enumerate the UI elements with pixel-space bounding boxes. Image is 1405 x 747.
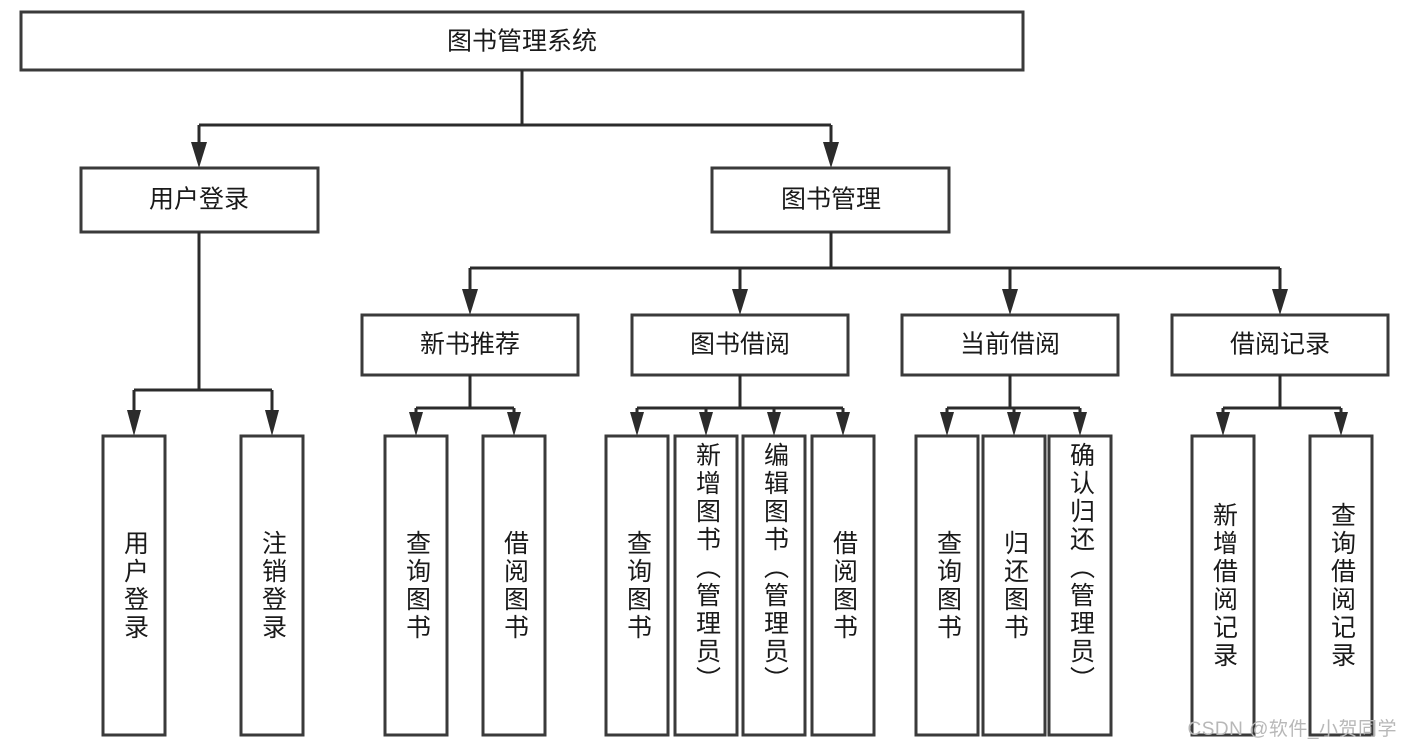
leaf-box-new-book-2[interactable]	[481, 434, 547, 737]
csdn-watermark: CSDN @软件_小贺同学	[1187, 719, 1397, 740]
edge-group-book-management-to-level3	[462, 232, 1288, 315]
arrow-head-ul-leaf-2	[265, 410, 279, 436]
leaf-box-user-login-1[interactable]	[101, 434, 167, 737]
user-login-label: 用户登录	[149, 186, 249, 214]
leaf-box-book-borrow-2[interactable]	[673, 434, 739, 737]
arrow-head-ul-leaf-1	[127, 410, 141, 436]
book-borrow-box	[630, 313, 850, 377]
node-borrow-record[interactable]: 借阅记录	[1170, 313, 1390, 377]
edge-group-current-borrow-to-leaves	[940, 375, 1087, 436]
node-root-book-management-system[interactable]: 图书管理系统	[19, 10, 1025, 72]
book-management-label: 图书管理	[781, 186, 881, 214]
current-borrow-label: 当前借阅	[960, 331, 1060, 359]
arrow-head-bb-leaf-3	[767, 412, 781, 436]
arrow-head-nbr-leaf-2	[507, 412, 521, 436]
leaf-box-borrow-record-1[interactable]	[1190, 434, 1256, 737]
arrow-head-cb-leaf-1	[940, 412, 954, 436]
leaf-box-book-borrow-1[interactable]	[604, 434, 670, 737]
node-book-management[interactable]: 图书管理	[710, 166, 951, 234]
arrow-head-cb-leaf-3	[1073, 412, 1087, 436]
arrow-head-borrow-record	[1272, 289, 1288, 315]
leaf-box-new-book-1[interactable]	[383, 434, 449, 737]
leaf-box-current-borrow-2[interactable]	[981, 434, 1047, 737]
new-book-recommend-box	[360, 313, 580, 377]
book-borrow-label: 图书借阅	[690, 331, 790, 359]
arrow-head-cb-leaf-2	[1007, 412, 1021, 436]
arrow-head-bb-leaf-1	[630, 412, 644, 436]
leaf-box-current-borrow-3[interactable]	[1047, 434, 1113, 737]
arrow-head-br-leaf-2	[1334, 412, 1348, 436]
arrow-head-current-borrow	[1002, 289, 1018, 315]
leaf-box-current-borrow-1[interactable]	[914, 434, 980, 737]
current-borrow-box	[900, 313, 1120, 377]
arrow-head-br-leaf-1	[1216, 412, 1230, 436]
node-new-book-recommend[interactable]: 新书推荐	[360, 313, 580, 377]
arrow-head-bb-leaf-4	[836, 412, 850, 436]
edge-group-new-book-recommend-to-leaves	[409, 375, 521, 436]
edge-group-borrow-record-to-leaves	[1216, 375, 1348, 436]
arrow-head-bb-leaf-2	[699, 412, 713, 436]
arrow-head-nbr-leaf-1	[409, 412, 423, 436]
leaf-box-user-login-2[interactable]	[239, 434, 305, 737]
arrow-head-new-book-recommend	[462, 289, 478, 315]
edge-group-user-login-to-leaves	[127, 232, 279, 436]
arrow-head-user-login	[191, 142, 207, 168]
borrow-record-label: 借阅记录	[1230, 331, 1330, 359]
root-node-label: 图书管理系统	[447, 28, 597, 56]
node-book-borrow[interactable]: 图书借阅	[630, 313, 850, 377]
edge-group-book-borrow-to-leaves	[630, 375, 850, 436]
leaf-box-book-borrow-4[interactable]	[810, 434, 876, 737]
node-user-login[interactable]: 用户登录	[79, 166, 320, 234]
arrow-head-book-management	[823, 142, 839, 168]
edge-group-root-to-level2	[191, 70, 839, 168]
book-management-box	[710, 166, 951, 234]
arrow-head-book-borrow	[732, 289, 748, 315]
node-current-borrow[interactable]: 当前借阅	[900, 313, 1120, 377]
new-book-recommend-label: 新书推荐	[420, 331, 520, 359]
leaf-box-borrow-record-2[interactable]	[1308, 434, 1374, 737]
borrow-record-box	[1170, 313, 1390, 377]
root-node-box	[19, 10, 1025, 72]
leaf-box-book-borrow-3[interactable]	[741, 434, 807, 737]
